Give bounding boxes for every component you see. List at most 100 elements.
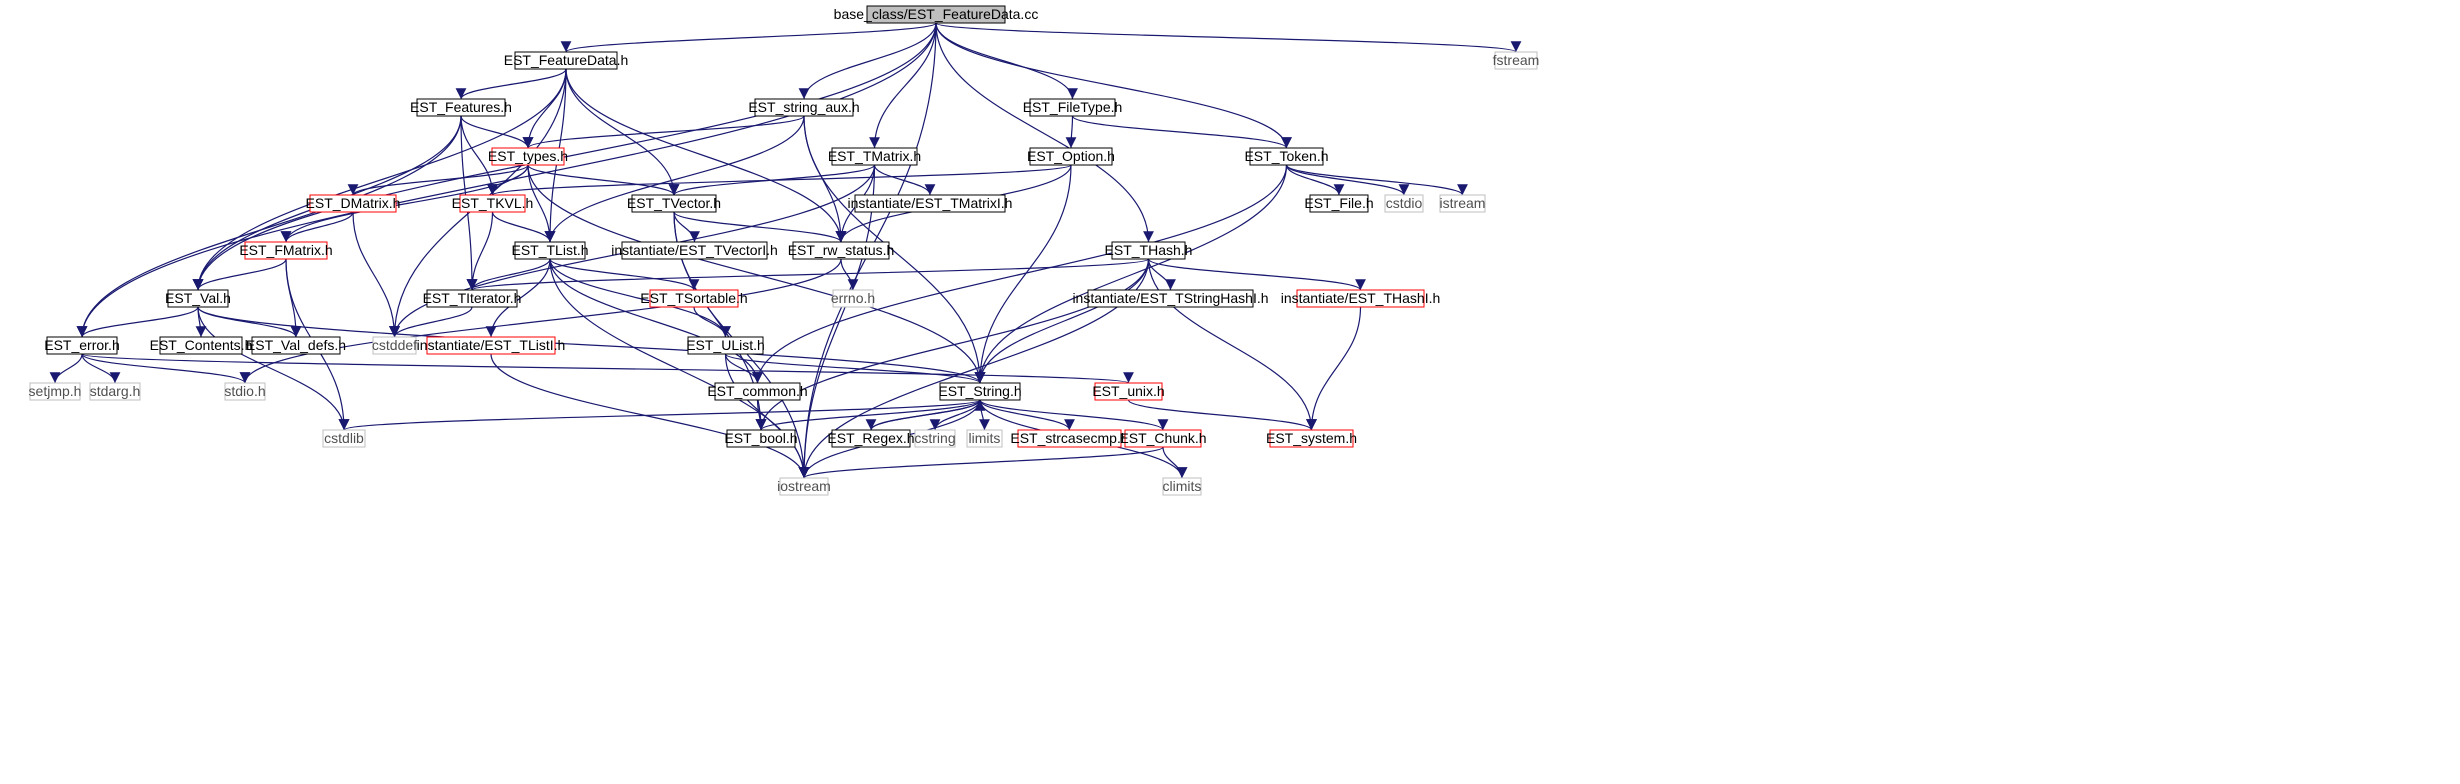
node-inst-tmatrix[interactable]: instantiate/EST_TMatrixI.h <box>848 194 1013 213</box>
node-box <box>159 336 243 355</box>
node-box <box>167 289 229 308</box>
edge-option_h-to-string_h <box>974 164 1072 384</box>
node-tmatrix-h[interactable]: EST_TMatrix.h <box>828 147 921 166</box>
node-root[interactable]: base_class/EST_FeatureData.cc <box>834 5 1039 24</box>
node-label: EST_TVector.h <box>627 195 721 211</box>
node-fstream: fstream <box>1493 51 1539 70</box>
node-tkvl-h[interactable]: EST_TKVL.h <box>452 194 534 213</box>
node-fmatrix-h[interactable]: EST_FMatrix.h <box>239 241 333 260</box>
node-featuredata-h[interactable]: EST_FeatureData.h <box>504 51 629 70</box>
node-regex-h[interactable]: EST_Regex.h <box>827 429 915 448</box>
edge-thash_h-to-titerator_h <box>467 258 1150 291</box>
node-error-h[interactable]: EST_error.h <box>44 336 120 355</box>
node-box <box>726 429 796 448</box>
edge-rw_status_h-to-stdio_h <box>239 258 842 384</box>
node-label: EST_Val.h <box>165 290 231 306</box>
edge-root-to-val_h <box>192 22 937 291</box>
node-iostream: iostream <box>777 477 831 496</box>
node-tlist-h[interactable]: EST_TList.h <box>511 241 589 260</box>
node-stdio-h: stdio.h <box>224 382 266 401</box>
edge-ulist_h-to-iostream <box>724 353 810 479</box>
node-label: EST_Option.h <box>1027 148 1115 164</box>
node-label: EST_bool.h <box>724 430 797 446</box>
node-box <box>1017 429 1122 448</box>
node-box <box>251 336 341 355</box>
node-inst-thash[interactable]: instantiate/EST_THashI.h <box>1281 289 1441 308</box>
node-thash-h[interactable]: EST_THash.h <box>1105 241 1193 260</box>
node-token-h[interactable]: EST_Token.h <box>1244 147 1329 166</box>
node-file-h[interactable]: EST_File.h <box>1304 194 1374 213</box>
node-types-h[interactable]: EST_types.h <box>488 147 568 166</box>
node-inst-tstringhash[interactable]: instantiate/EST_TStringHashI.h <box>1072 289 1269 308</box>
edge-titerator_h-to-cstddef <box>389 306 473 338</box>
node-inst-tlist[interactable]: instantiate/EST_TListI.h <box>417 336 566 355</box>
node-box <box>779 477 829 496</box>
edge-tvector_h-to-rw_status_h <box>673 211 847 243</box>
edge-string_h-to-chunk_h <box>979 399 1169 431</box>
node-box <box>1439 194 1486 213</box>
node-box <box>514 51 618 70</box>
node-label: instantiate/EST_TVectorI.h <box>611 242 778 258</box>
node-box <box>831 429 911 448</box>
edge-inst_thash-to-system_h <box>1306 306 1362 431</box>
node-inst-tvector[interactable]: instantiate/EST_TVectorI.h <box>611 241 778 260</box>
node-chunk-h[interactable]: EST_Chunk.h <box>1119 429 1207 448</box>
node-label: EST_Val_defs.h <box>246 337 346 353</box>
node-string-aux-h[interactable]: EST_string_aux.h <box>748 98 860 117</box>
node-label: EST_TKVL.h <box>452 195 534 211</box>
node-cstdio: cstdio <box>1384 194 1424 213</box>
edge-rw_status_h-to-errno_h <box>840 258 859 291</box>
edge-types_h-to-string_h <box>527 164 986 384</box>
node-option-h[interactable]: EST_Option.h <box>1027 147 1115 166</box>
node-label: EST_DMatrix.h <box>306 195 401 211</box>
edge-token_h-to-string_h <box>974 164 1288 384</box>
node-system-h[interactable]: EST_system.h <box>1266 429 1357 448</box>
edge-fmatrix_h-to-val_h <box>192 258 287 291</box>
node-box <box>866 5 1006 24</box>
node-string-h[interactable]: EST_String.h <box>938 382 1022 401</box>
edge-error_h-to-stdarg_h <box>81 353 121 384</box>
node-label: cstdio <box>1386 195 1423 211</box>
edge-thash_h-to-system_h <box>1147 258 1317 431</box>
node-box <box>649 289 739 308</box>
node-box <box>1384 194 1424 213</box>
node-box <box>416 98 506 117</box>
node-box <box>514 241 586 260</box>
node-contents-h[interactable]: EST_Contents.h <box>150 336 253 355</box>
edge-root-to-string_aux_h <box>798 22 937 100</box>
edge-token_h-to-file_h <box>1285 164 1345 196</box>
node-filetype-h[interactable]: EST_FileType.h <box>1023 98 1123 117</box>
node-box <box>1094 382 1163 401</box>
node-box <box>914 429 956 448</box>
node-box <box>1162 477 1202 496</box>
node-label: EST_TList.h <box>511 242 588 258</box>
node-label: instantiate/EST_TMatrixI.h <box>848 195 1013 211</box>
edge-tlist_h-to-common_h <box>549 258 763 384</box>
node-label: climits <box>1163 478 1202 494</box>
edge-string_h-to-bool_h <box>755 399 981 431</box>
node-rw-status-h[interactable]: EST_rw_status.h <box>788 241 895 260</box>
edge-features_h-to-error_h <box>76 115 462 338</box>
node-val-defs-h[interactable]: EST_Val_defs.h <box>246 336 346 355</box>
node-common-h[interactable]: EST_common.h <box>707 382 808 401</box>
node-ulist-h[interactable]: EST_UList.h <box>686 336 765 355</box>
edge-token_h-to-common_h <box>752 164 1288 384</box>
edge-root-to-tmatrix_h <box>869 22 937 149</box>
node-features-h[interactable]: EST_Features.h <box>410 98 512 117</box>
node-box <box>224 382 266 401</box>
node-titerator-h[interactable]: EST_TIterator.h <box>423 289 522 308</box>
node-bool-h[interactable]: EST_bool.h <box>724 429 798 448</box>
node-tvector-h[interactable]: EST_TVector.h <box>627 194 721 213</box>
node-dmatrix-h[interactable]: EST_DMatrix.h <box>306 194 401 213</box>
node-val-h[interactable]: EST_Val.h <box>165 289 231 308</box>
node-box <box>1269 429 1354 448</box>
edge-tlist_h-to-ulist_h <box>549 258 731 338</box>
node-unix-h[interactable]: EST_unix.h <box>1092 382 1165 401</box>
node-strcasecmp-h[interactable]: EST_strcasecmp.h <box>1010 429 1129 448</box>
edge-root-to-filetype_h <box>935 22 1078 100</box>
edge-thash_h-to-string_h <box>974 258 1150 384</box>
edge-root-to-token_h <box>935 22 1292 149</box>
node-tsortable-h[interactable]: EST_TSortable.h <box>640 289 748 308</box>
edge-tlist_h-to-titerator_h <box>466 258 551 291</box>
node-label: EST_File.h <box>1304 195 1373 211</box>
